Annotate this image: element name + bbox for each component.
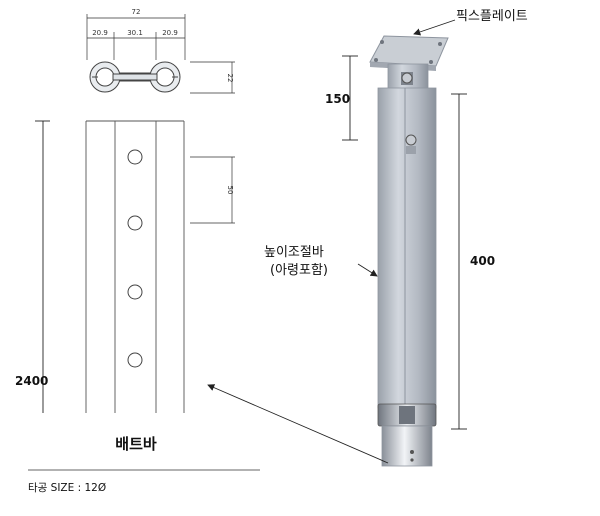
- post-bolt: [405, 134, 417, 146]
- lower-tube: [381, 425, 433, 467]
- bar-reference-arrow: [207, 384, 389, 464]
- height-adjust-arrow: [357, 263, 378, 277]
- height-adjust-label: 높이조절바: [264, 245, 324, 260]
- profile-width-dimensions: [86, 14, 186, 60]
- fix-plate-arrow: [413, 19, 456, 36]
- bar-hole: [127, 352, 143, 368]
- bar-hole: [127, 215, 143, 231]
- dim-post-main: 400: [470, 254, 495, 268]
- post-top-dimension: [342, 55, 358, 141]
- post-body: [377, 87, 437, 409]
- bar-profile-section: [89, 61, 181, 93]
- dim-total-width: 72: [132, 8, 141, 16]
- dim-left-width: 20.9: [92, 29, 108, 37]
- fix-plate-label: 픽스플레이트: [456, 9, 528, 24]
- bar-hole: [127, 284, 143, 300]
- dim-hole-spacing: 50: [226, 186, 234, 195]
- bar-caption: 배트바: [115, 435, 157, 453]
- bat-bar-elevation: [85, 120, 185, 413]
- hole-size-note: 타공 SIZE : 12Ø: [28, 482, 106, 494]
- profile-height-dimension: [190, 61, 235, 94]
- hole-spacing-dimension: [190, 156, 235, 224]
- bar-hole: [127, 149, 143, 165]
- dim-right-width: 20.9: [162, 29, 178, 37]
- bar-holes: [127, 149, 143, 368]
- post-main-dimension: [451, 93, 467, 430]
- post-clamp: [377, 403, 437, 427]
- bar-length-dimension: [35, 120, 50, 413]
- dim-post-top: 150: [325, 92, 350, 106]
- dim-bar-length: 2400: [15, 374, 48, 388]
- height-adjust-sub: (아령포함): [270, 263, 328, 278]
- dim-middle-width: 30.1: [127, 29, 143, 37]
- upper-bracket: [387, 63, 429, 91]
- dim-profile-height: 22: [226, 74, 234, 83]
